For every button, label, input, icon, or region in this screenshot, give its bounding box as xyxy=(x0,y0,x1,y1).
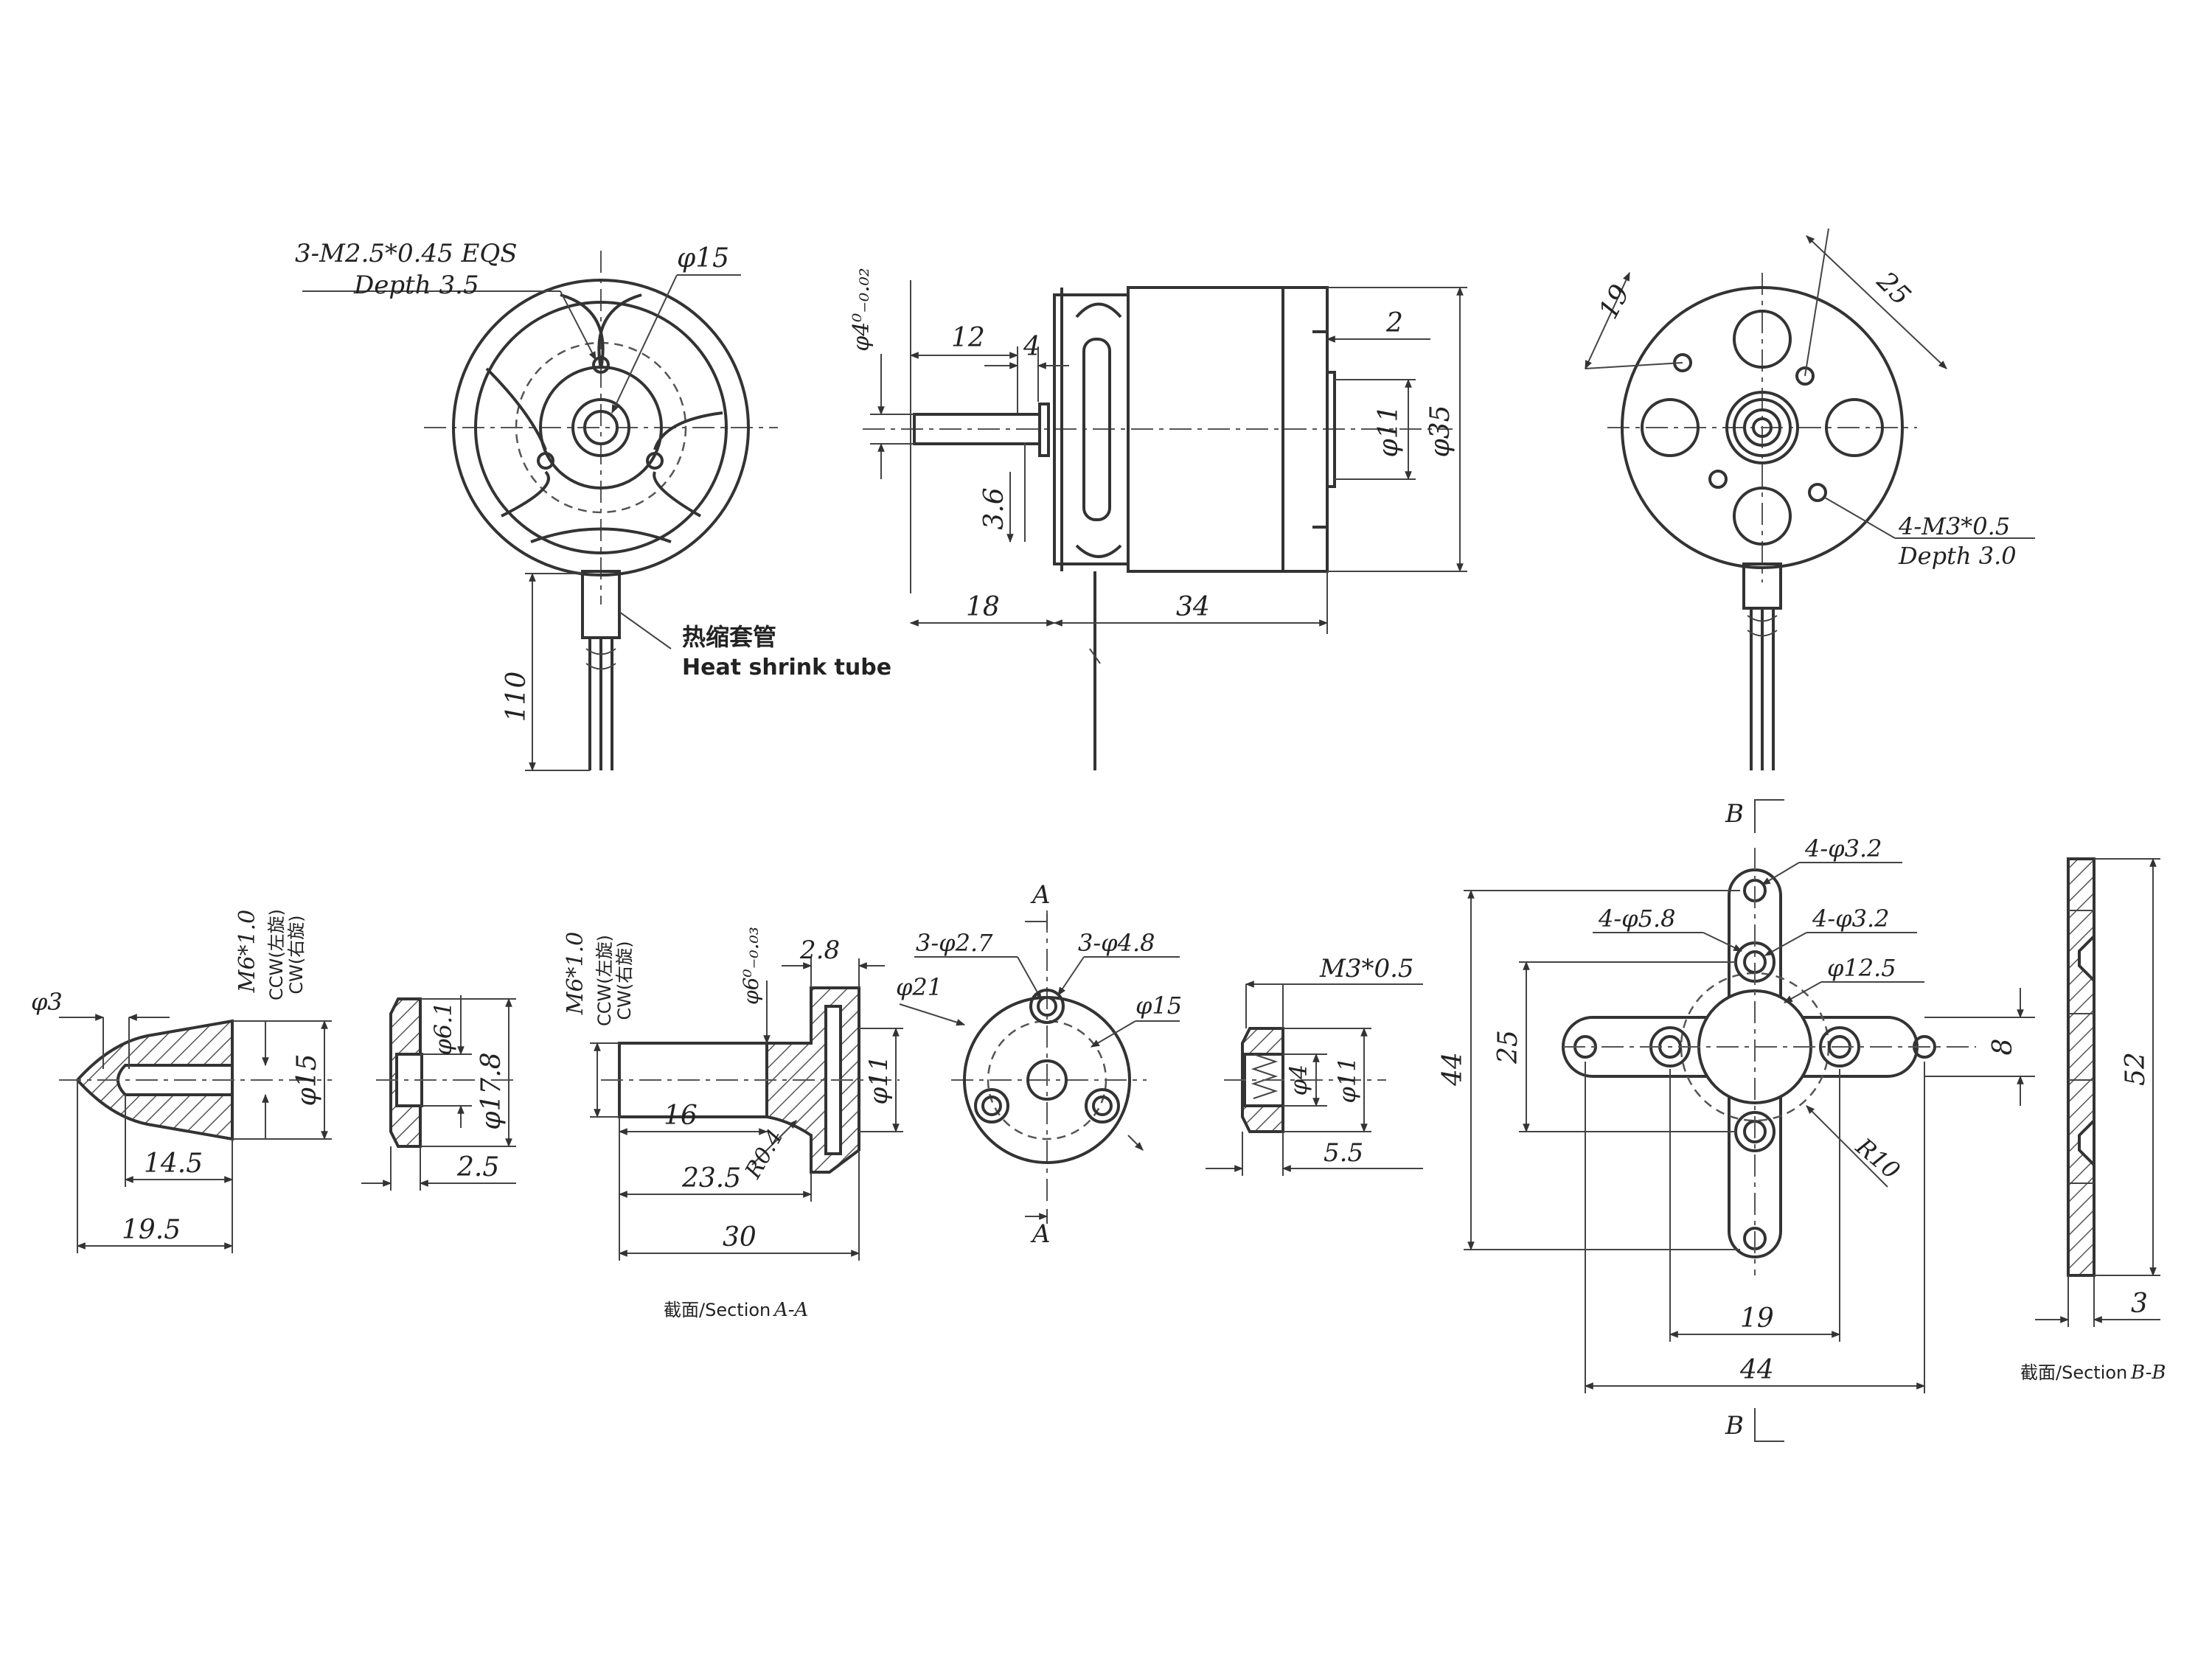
collet-holes-large: 3-φ4.8 xyxy=(1078,929,1155,957)
section-a-marker-top: A xyxy=(1030,880,1051,910)
mount-dim-44-vertical: 44 xyxy=(1438,1052,1468,1087)
lead-length-dim: 110 xyxy=(501,672,532,722)
motor-front-view: 110 3-M2.5*0.45 EQS Depth 3.5 φ15 热缩套管 H… xyxy=(295,239,891,772)
mount-dim-phi-12-5: φ12.5 xyxy=(1827,954,1896,982)
section-a-label: 截面/Section xyxy=(664,1300,771,1320)
depth-callout-rear: Depth 3.0 xyxy=(1898,542,2017,570)
nut-dim-phi-11: φ11 xyxy=(1333,1056,1361,1103)
nut-view: M3*0.5 φ4 φ11 5.5 xyxy=(1206,954,1423,1176)
ccw-label: CCW(左旋) xyxy=(266,909,287,1000)
dim-16: 16 xyxy=(664,1101,698,1131)
washer-view: φ17.8 φ6.1 2.5 xyxy=(361,995,516,1191)
cw-label: CW(右旋) xyxy=(286,915,307,994)
motor-side-view: φ4⁰₋₀.₀₂ 12 4 2 φ11 φ35 3.6 18 34 xyxy=(849,268,1467,770)
x-mount-view: B B 4-φ3.2 4-φ5.8 4-φ3.2 φ12.5 R10 44 25… xyxy=(1438,799,2035,1442)
nut-dim-5-5: 5.5 xyxy=(1324,1138,1363,1168)
dim-12: 12 xyxy=(951,323,985,353)
adapter-thread: M6*1.0 xyxy=(563,932,588,1016)
mount-dim-8: 8 xyxy=(1988,1039,2018,1056)
dim-phi-3: φ3 xyxy=(31,988,63,1016)
adapter-shaft-dim: φ6⁰₋₀.₀₃ xyxy=(739,927,763,1005)
nut-dim-phi-4: φ4 xyxy=(1284,1065,1312,1096)
dim-phi-11: φ11 xyxy=(1374,405,1404,457)
dim-phi-15: φ15 xyxy=(292,1053,322,1106)
dim-phi-35: φ35 xyxy=(1425,405,1455,457)
section-a-id: A-A xyxy=(773,1299,808,1321)
dim-4: 4 xyxy=(1023,332,1040,362)
dim-2-5: 2.5 xyxy=(456,1152,499,1182)
prop-collet-view: A A 3-φ2.7 3-φ4.8 φ21 φ15 xyxy=(896,880,1182,1249)
section-dim-52: 52 xyxy=(2121,1052,2151,1086)
section-b-id: B-B xyxy=(2130,1362,2166,1384)
dim-14-5: 14.5 xyxy=(144,1149,203,1179)
mount-dim-25: 25 xyxy=(1493,1030,1523,1065)
depth-callout: Depth 3.5 xyxy=(353,271,479,300)
dim-30: 30 xyxy=(723,1222,757,1253)
adapter-dim-phi-11: φ11 xyxy=(864,1055,894,1104)
dim-19-5: 19.5 xyxy=(122,1215,181,1245)
mount-holes-3: 4-φ3.2 xyxy=(1812,905,1889,933)
dim-23-5: 23.5 xyxy=(681,1163,741,1194)
collet-dim-phi-21: φ21 xyxy=(896,973,942,1001)
shaft-diameter-dim: φ4⁰₋₀.₀₂ xyxy=(849,268,874,352)
radius-r0-4: R0.4 xyxy=(740,1125,789,1183)
thread-m6: M6*1.0 xyxy=(234,910,260,994)
thread-callout: 3-M2.5*0.45 EQS xyxy=(295,239,518,268)
mount-holes-1: 4-φ3.2 xyxy=(1804,835,1882,863)
thread-callout-rear: 4-M3*0.5 xyxy=(1898,512,2010,540)
mount-holes-2: 4-φ5.8 xyxy=(1598,905,1675,933)
dim-18: 18 xyxy=(966,592,1000,622)
adapter-cw: CW(右旋) xyxy=(614,941,635,1020)
section-b-marker-top: B xyxy=(1725,799,1744,829)
collet-holes-small: 3-φ2.7 xyxy=(916,929,993,957)
section-b-marker-bottom: B xyxy=(1725,1411,1744,1441)
dim-phi-6-1: φ6.1 xyxy=(429,1001,457,1055)
motor-rear-view: 19 25 4-M3*0.5 Depth 3.0 xyxy=(1585,228,2035,770)
mount-dim-19: 19 xyxy=(1740,1303,1774,1334)
x-mount-section-view: 52 3 截面/Section B-B xyxy=(2020,857,2166,1384)
diameter-15-dim: φ15 xyxy=(677,243,729,274)
prop-adapter-section-view: M6*1.0 CCW(左旋) CW(右旋) φ6⁰₋₀.₀₃ 2.8 φ11 1… xyxy=(563,927,903,1321)
dim-2: 2 xyxy=(1385,308,1403,338)
dim-phi-17-8: φ17.8 xyxy=(476,1052,507,1129)
mount-dim-44-horizontal: 44 xyxy=(1739,1355,1774,1385)
nut-thread: M3*0.5 xyxy=(1319,954,1414,983)
section-a-marker-bottom: A xyxy=(1030,1219,1051,1249)
heat-shrink-label-cn: 热缩套管 xyxy=(682,623,776,651)
dim-25: 25 xyxy=(1871,265,1916,311)
adapter-ccw: CCW(左旋) xyxy=(594,935,615,1026)
section-b-label: 截面/Section xyxy=(2020,1362,2127,1383)
section-dim-3: 3 xyxy=(2131,1289,2148,1319)
dim-19: 19 xyxy=(1593,280,1636,324)
heat-shrink-label-en: Heat shrink tube xyxy=(682,655,891,680)
dim-2-8: 2.8 xyxy=(799,936,840,965)
collet-dim-phi-15: φ15 xyxy=(1135,992,1182,1020)
prop-spinner-view: φ3 M6*1.0 CCW(左旋) CW(右旋) φ15 14.5 19.5 xyxy=(31,909,332,1253)
dim-3-6: 3.6 xyxy=(979,487,1009,529)
dim-34: 34 xyxy=(1176,592,1210,622)
